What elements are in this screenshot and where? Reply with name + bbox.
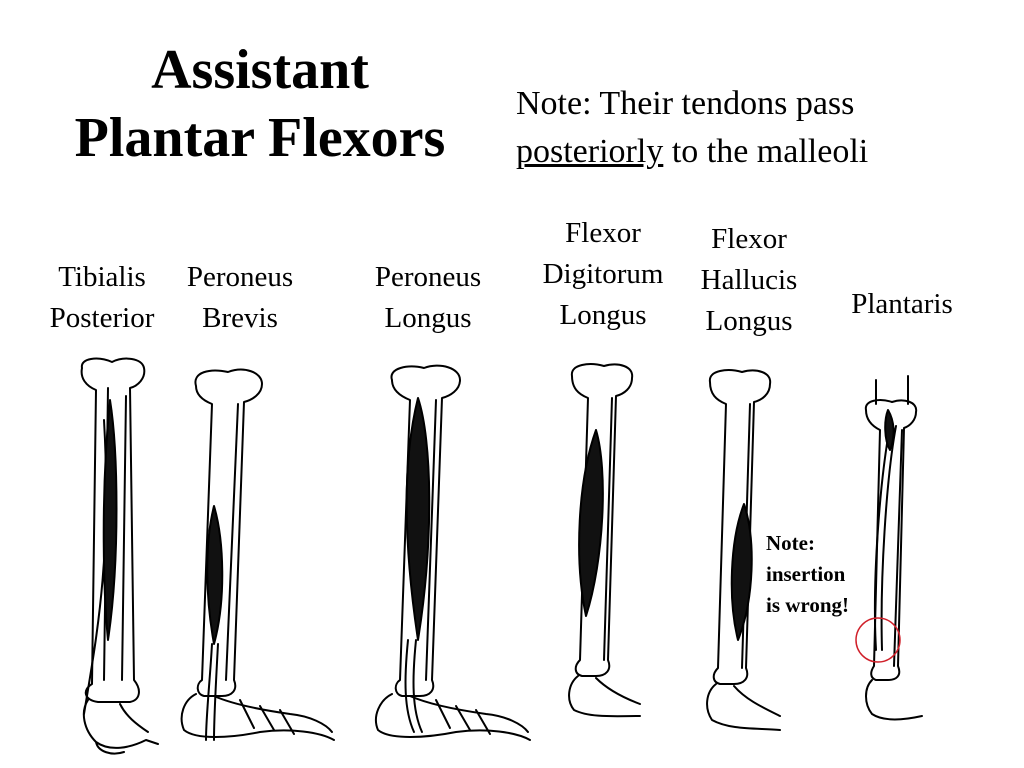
label-line: Tibialis [58,261,146,293]
label-line: Hallucis [700,264,798,296]
title-line-2: Plantar Flexors [74,107,446,169]
leg-tibialis-posterior-illustration [80,357,159,755]
label-line: Longus [705,305,793,337]
label-line: Posterior [49,302,155,334]
insertion-note-line: is wrong! [766,593,850,617]
label-tibialis-posterior: Tibialis Posterior [36,257,168,339]
leg-peroneus-brevis-illustration [180,368,335,741]
posteriorly-underlined: posteriorly [516,133,664,170]
insertion-highlight-circle [855,617,901,663]
leg-peroneus-longus-illustration [374,364,531,741]
leg-flexor-digitorum-longus-illustration [568,363,641,718]
insertion-note-line: Note: [766,531,815,555]
label-line: Peroneus [186,261,294,293]
label-flexor-digitorum-longus: Flexor Digitorum Longus [526,213,680,336]
tendon-note-line-1: Note: Their tendons pass [516,85,855,122]
tendon-note: Note: Their tendons pass posteriorly to … [516,80,868,176]
label-peroneus-brevis: Peroneus Brevis [172,257,308,339]
leg-plantaris-illustration [864,375,923,721]
insertion-note-line: insertion [766,562,846,586]
tendon-note-line-2: posteriorly to the malleoli [516,128,868,176]
insertion-note: Note: insertion is wrong! [766,528,849,621]
label-peroneus-longus: Peroneus Longus [360,257,496,339]
label-line: Flexor [565,217,641,249]
label-line: Plantaris [851,288,953,320]
title-line-1: Assistant [151,39,369,101]
label-line: Brevis [202,302,278,334]
label-plantaris: Plantaris [836,284,968,325]
label-line: Flexor [711,223,787,255]
slide-title: Assistant Plantar Flexors [40,36,480,172]
label-line: Digitorum [542,258,664,290]
label-line: Longus [384,302,472,334]
label-line: Peroneus [374,261,482,293]
label-line: Longus [559,299,647,331]
tendon-note-rest: to the malleoli [663,133,869,170]
label-flexor-hallucis-longus: Flexor Hallucis Longus [686,219,812,342]
leg-flexor-hallucis-longus-illustration [706,369,781,731]
